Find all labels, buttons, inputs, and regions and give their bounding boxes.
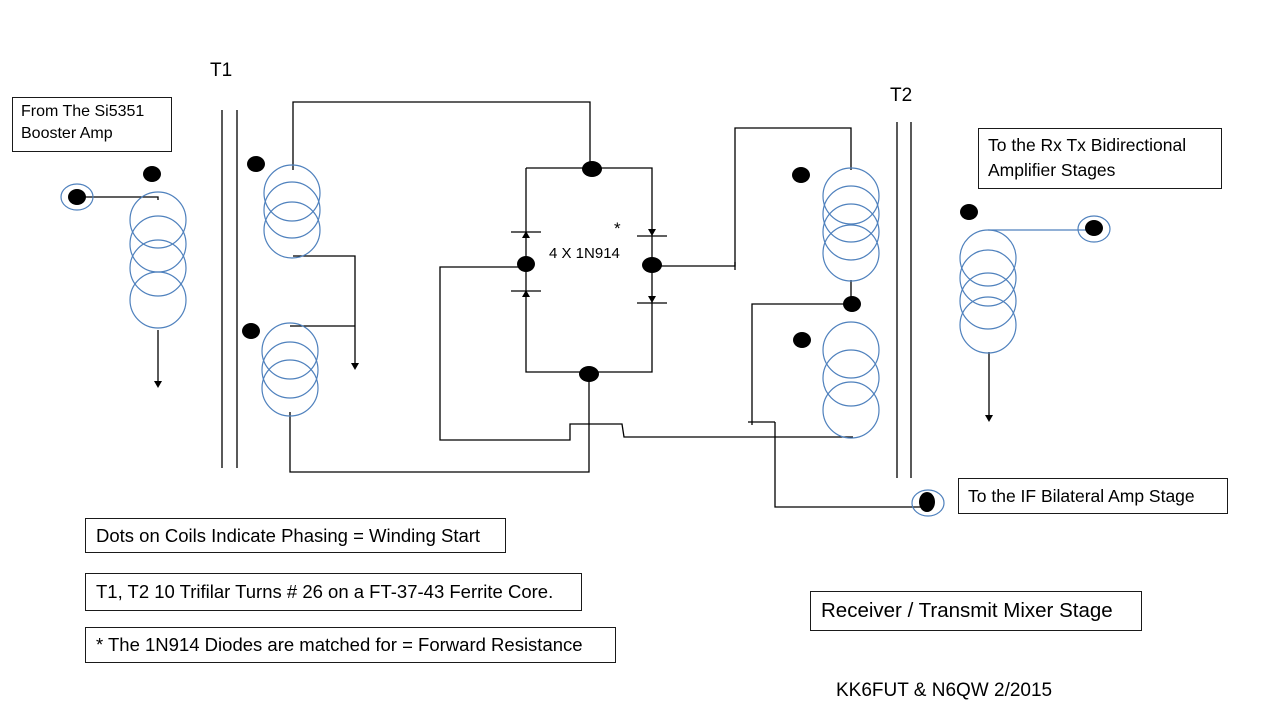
phase-dot-input bbox=[143, 166, 161, 182]
rx-tx-output-line-1: To the Rx Tx Bidirectional bbox=[988, 135, 1187, 155]
t1-upper-secondary-coil bbox=[263, 164, 321, 259]
wire-bridge-left bbox=[439, 266, 853, 441]
diode-arrow-lr bbox=[648, 296, 656, 303]
bridge-node-right bbox=[642, 257, 662, 273]
diode-arrow-ll bbox=[522, 290, 530, 297]
note-phasing: Dots on Coils Indicate Phasing = Winding… bbox=[85, 518, 506, 553]
arrow-input-return bbox=[154, 381, 162, 388]
diode-match-marker: * bbox=[614, 219, 621, 238]
phase-dot-t2-lower bbox=[793, 332, 811, 348]
phase-dot-output bbox=[960, 204, 978, 220]
bridge-node-top bbox=[582, 161, 602, 177]
bridge-node-left bbox=[517, 256, 535, 272]
input-source-line-2: Booster Amp bbox=[21, 125, 113, 142]
wire-input bbox=[76, 196, 159, 200]
t2-upper-primary-coil bbox=[822, 167, 880, 282]
if-output-box: To the IF Bilateral Amp Stage bbox=[958, 478, 1228, 514]
wire-t2-if bbox=[774, 422, 926, 508]
arrow-t1-centertap bbox=[351, 363, 359, 370]
wire-t1-centertap bbox=[293, 255, 356, 366]
phase-dot-t1-lower bbox=[242, 323, 260, 339]
output-link-coil bbox=[959, 229, 1017, 354]
wire-t1-bottom bbox=[289, 373, 590, 473]
output-terminal-dot bbox=[1085, 220, 1103, 236]
t2-centertap-dot bbox=[843, 296, 861, 312]
input-link-coil bbox=[129, 191, 187, 329]
wire-t2-centertap bbox=[751, 280, 852, 425]
input-source-line-1: From The Si5351 bbox=[21, 103, 145, 120]
diode-bridge-label: 4 X 1N914 bbox=[549, 245, 620, 262]
if-terminal-ring bbox=[911, 489, 945, 517]
phase-dot-t1-upper bbox=[247, 156, 265, 172]
rx-tx-output-box: To the Rx Tx Bidirectional Amplifier Sta… bbox=[978, 128, 1222, 189]
input-terminal-ring bbox=[60, 183, 94, 211]
t2-label: T2 bbox=[890, 85, 913, 106]
note-turns: T1, T2 10 Trifilar Turns # 26 on a FT-37… bbox=[85, 573, 582, 611]
diode-arrow-ur bbox=[648, 229, 656, 236]
input-source-box: From The Si5351 Booster Amp bbox=[12, 97, 172, 152]
output-terminal-ring bbox=[1077, 215, 1111, 243]
diagram-title: Receiver / Transmit Mixer Stage bbox=[810, 591, 1142, 631]
if-terminal-dot bbox=[919, 492, 935, 512]
t1-label: T1 bbox=[210, 60, 233, 81]
bridge-node-bottom bbox=[579, 366, 599, 382]
diode-arrow-ul bbox=[522, 231, 530, 238]
phase-dot-t2-upper bbox=[792, 167, 810, 183]
wire-t1-top bbox=[292, 101, 591, 170]
arrow-t2-output-return bbox=[985, 415, 993, 422]
t1-lower-secondary-coil bbox=[261, 322, 319, 417]
wire-bridge-right bbox=[652, 127, 852, 267]
note-diodes: * The 1N914 Diodes are matched for = For… bbox=[85, 627, 616, 663]
if-output-label: To the IF Bilateral Amp Stage bbox=[968, 486, 1195, 506]
rx-tx-output-line-2: Amplifier Stages bbox=[988, 160, 1116, 180]
input-terminal-dot bbox=[68, 189, 86, 205]
bridge-ring bbox=[525, 167, 653, 373]
t2-lower-primary-coil bbox=[822, 321, 880, 439]
author-credit: KK6FUT & N6QW 2/2015 bbox=[836, 680, 1053, 701]
